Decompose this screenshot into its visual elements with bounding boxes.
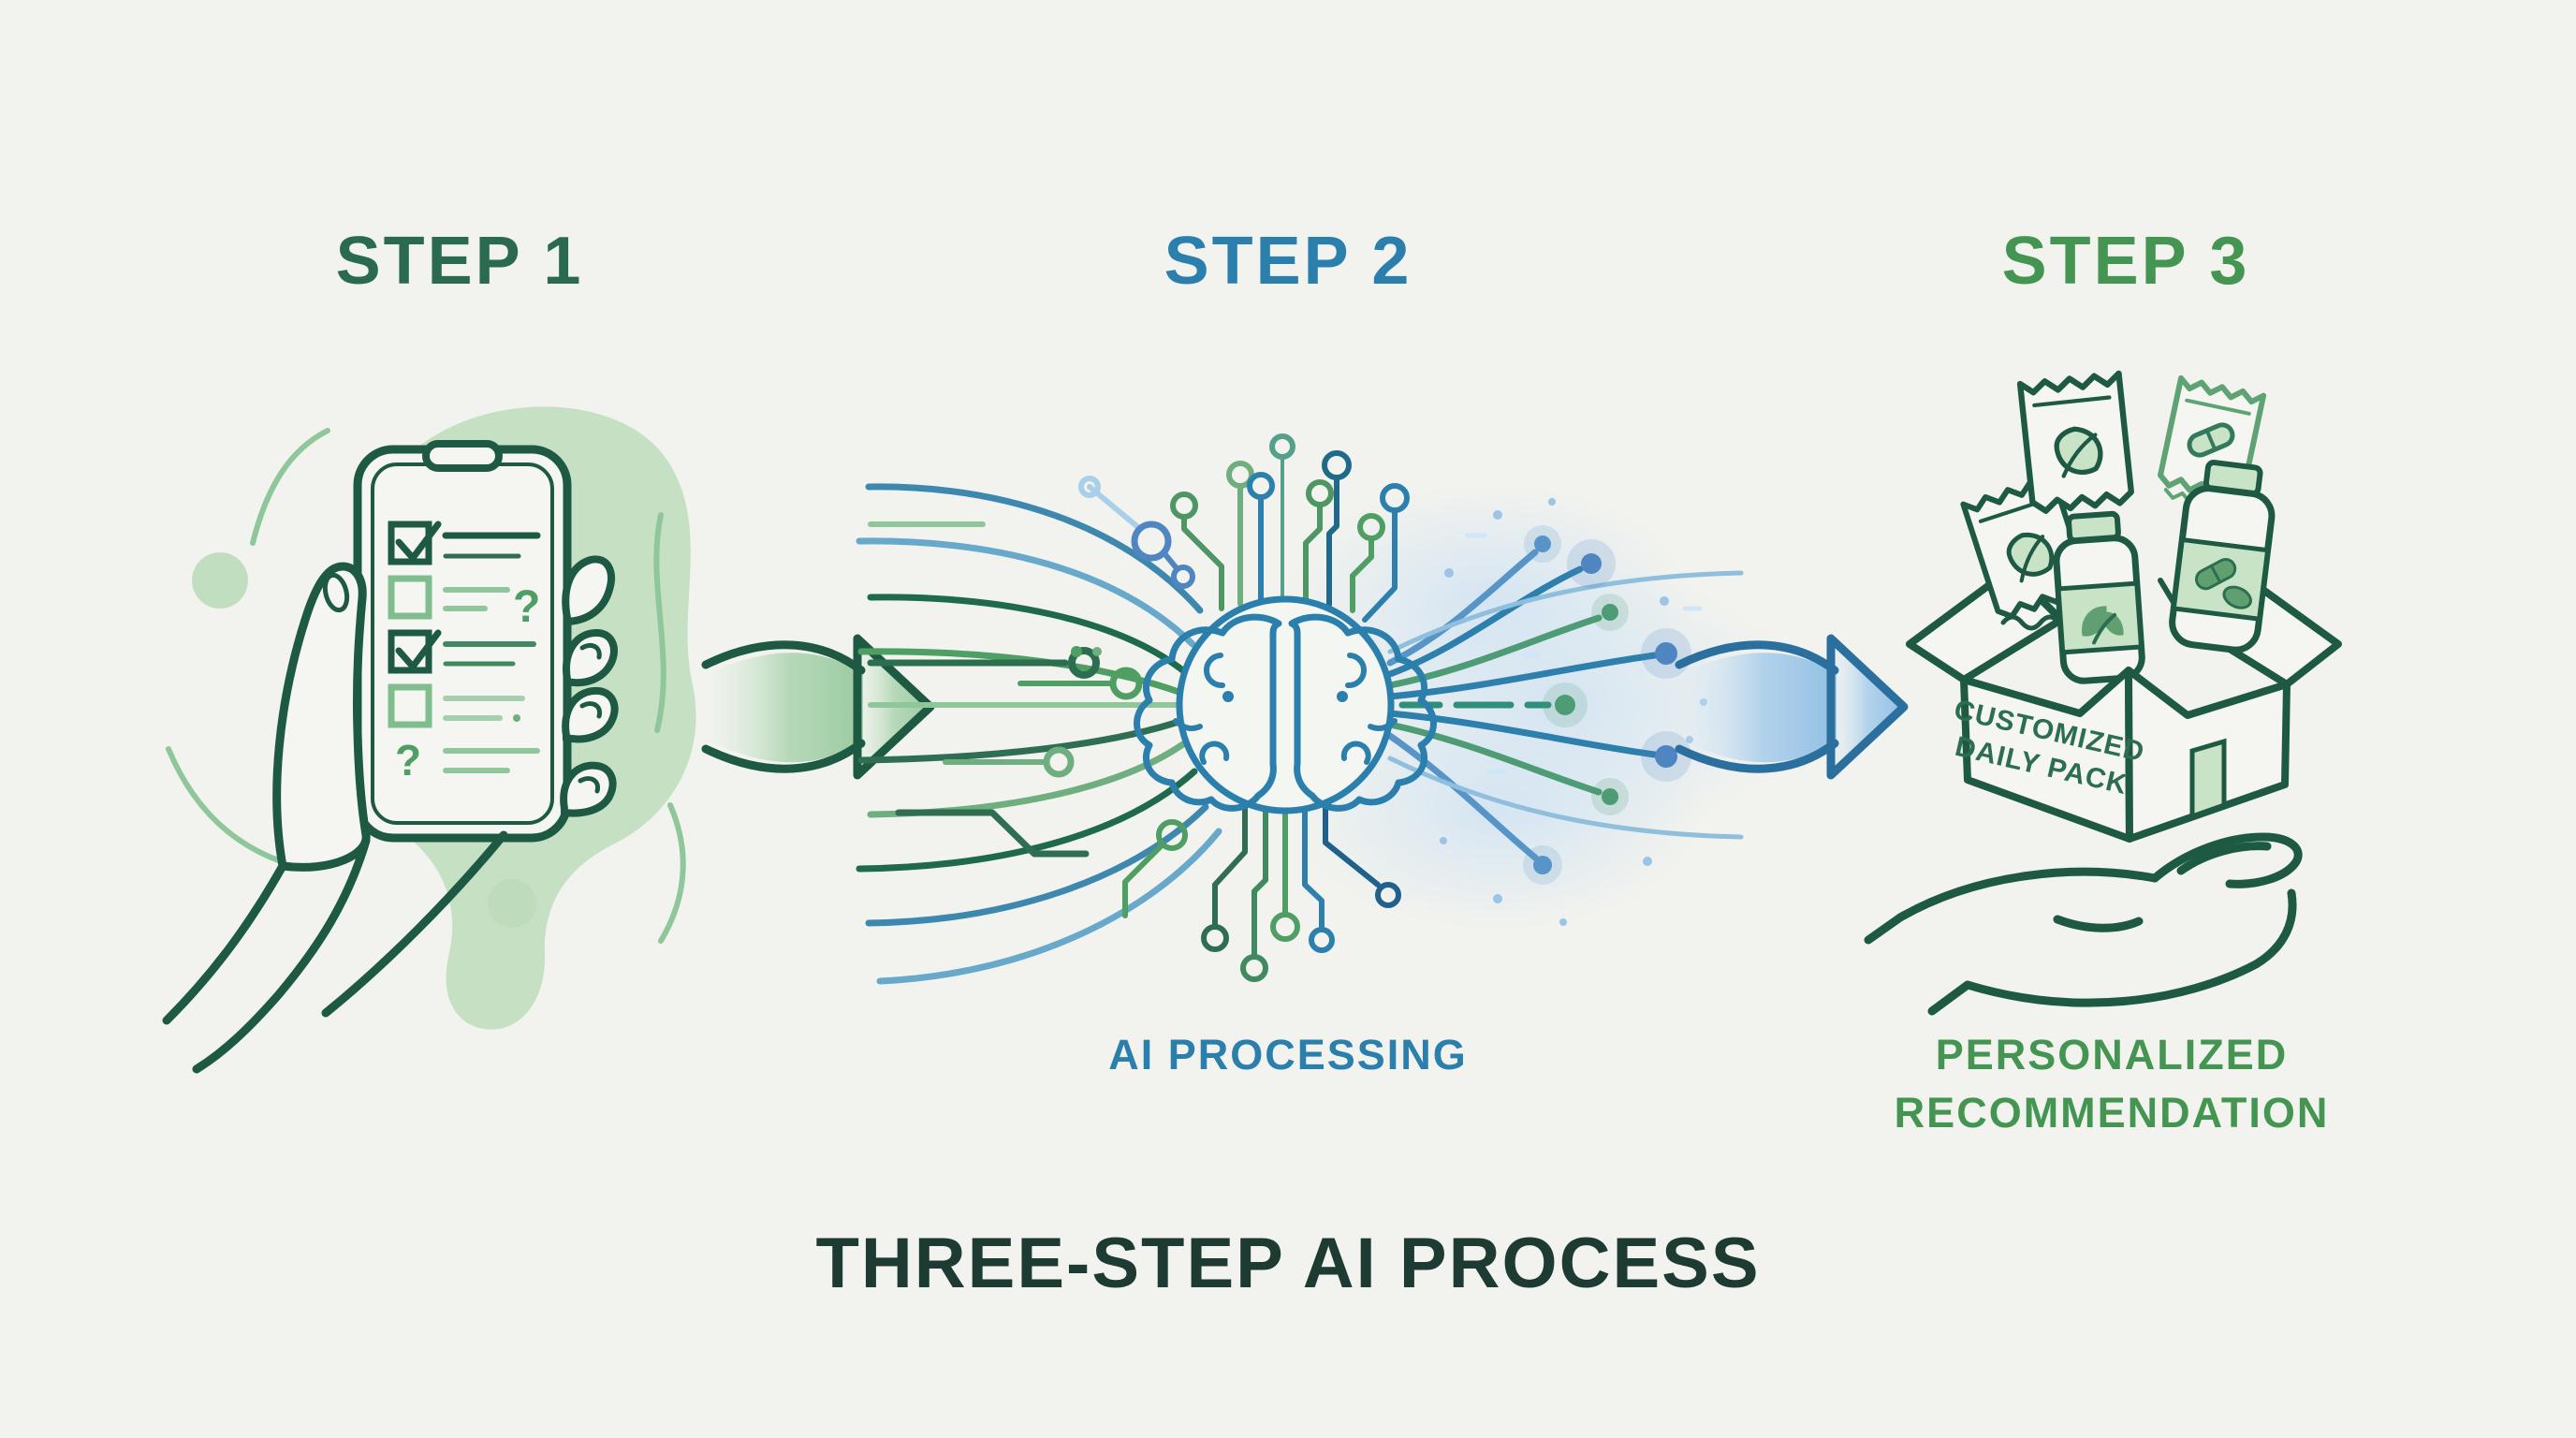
circuit-node <box>1109 667 1143 700</box>
leaf-icon <box>2100 611 2124 636</box>
checklist-row-empty-1: ? <box>388 575 540 632</box>
phone-checklist-illustration: ? ? <box>162 406 696 1074</box>
brain-icon <box>1134 617 1434 808</box>
brain-circle <box>1176 595 1395 814</box>
circuit-node <box>1068 647 1100 679</box>
supplement-box-illustration: CUSTOMIZED DAILY PACK <box>1864 370 2342 1016</box>
phone-notch <box>422 440 503 472</box>
squiggle-detail <box>2000 614 2062 631</box>
checklist: ? ? <box>388 521 541 785</box>
decorative-arcs <box>166 428 686 944</box>
capsule-icon <box>2194 558 2237 591</box>
supplement-bottle-icon <box>2053 510 2145 684</box>
checkmark-icon <box>395 629 442 670</box>
checkmark-icon <box>395 521 442 562</box>
thumbnail <box>322 572 350 613</box>
finger-3 <box>562 686 619 743</box>
open-hand-icon <box>1864 832 2303 1016</box>
ai-processing-caption: AI PROCESSING <box>1108 1031 1468 1078</box>
pill-icon <box>2222 585 2252 609</box>
circuit-node <box>1131 521 1172 562</box>
finger-4 <box>560 761 617 817</box>
finger-2 <box>563 629 618 687</box>
checklist-row-checked-2 <box>388 629 536 674</box>
ai-brain-circuit-illustration <box>856 433 1807 985</box>
personalized-caption-line-2: RECOMMENDATION <box>1894 1089 2330 1137</box>
checklist-row-question: ? <box>395 736 540 785</box>
capsule-icon <box>2187 422 2235 458</box>
holding-hand-icon <box>162 555 619 1074</box>
wrist-lines <box>162 830 508 1074</box>
question-mark-icon: ? <box>395 736 421 785</box>
supplement-bottle-icon <box>2169 460 2276 653</box>
box-side-label <box>2189 738 2227 820</box>
checklist-row-empty-2 <box>388 683 525 728</box>
personalized-caption: PERSONALIZED RECOMMENDATION <box>1895 1026 2330 1142</box>
circuit-node <box>1043 746 1075 778</box>
circuit-stems-top <box>1078 433 1410 623</box>
page-title: THREE-STEP AI PROCESS <box>815 1224 1761 1303</box>
question-mark-icon: ? <box>513 582 540 632</box>
pale-dashes <box>1465 533 1703 774</box>
circuit-traces-left <box>856 483 1222 985</box>
leaf-sachet-icon <box>2016 370 2134 514</box>
personalized-caption-line-1: PERSONALIZED <box>1935 1031 2289 1078</box>
step-1-label: STEP 1 <box>335 224 584 299</box>
step-2-label: STEP 2 <box>1164 224 1412 299</box>
checklist-row-checked-1 <box>388 521 541 565</box>
arrow-right-blue-icon <box>1675 634 1909 780</box>
finger-1 <box>562 555 615 626</box>
thumb <box>272 562 371 872</box>
step-3-label: STEP 3 <box>2001 224 2250 299</box>
circuit-stems-bottom <box>1122 800 1401 982</box>
